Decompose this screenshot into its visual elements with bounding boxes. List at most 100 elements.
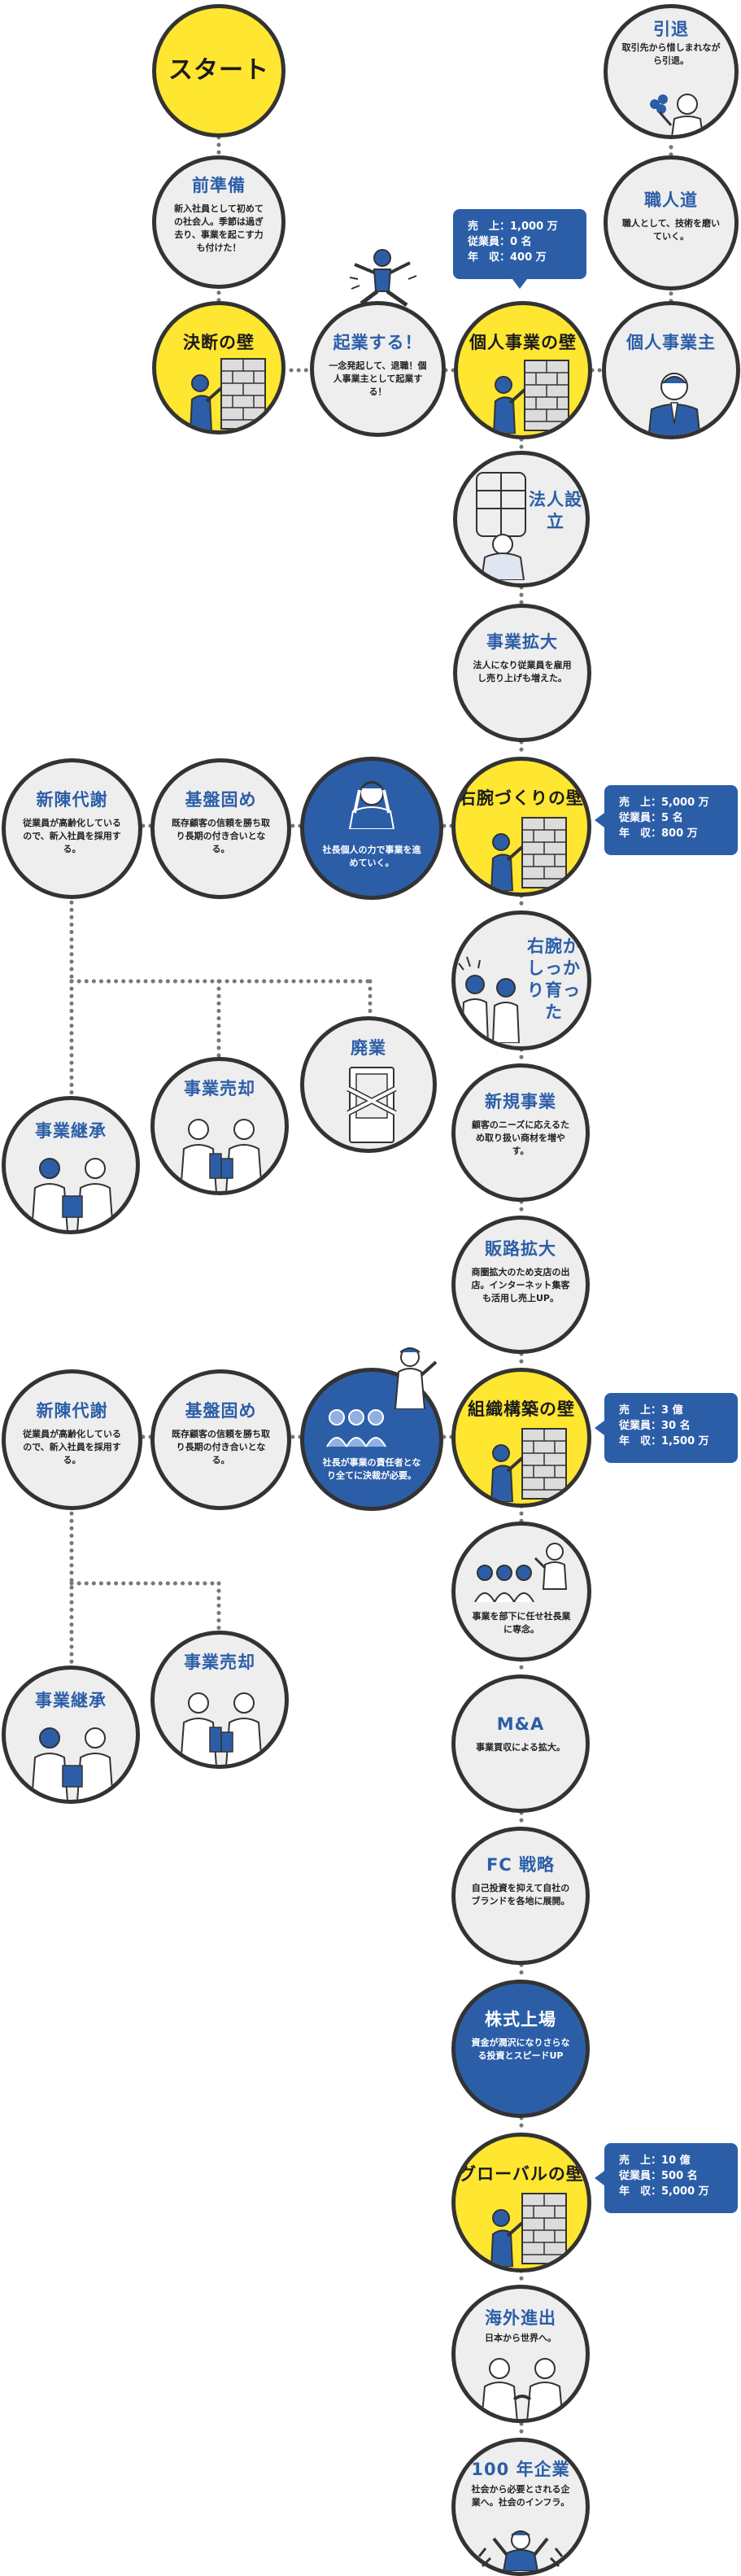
craftsman-node: 職人道 職人として、技術を磨いていく。 — [604, 155, 739, 290]
incorporate-title: 法人設立 — [529, 490, 582, 531]
presenting-owner-icon — [394, 1347, 438, 1409]
organization-wall-title: 組織構築の壁 — [468, 1399, 575, 1419]
ma-desc: 事業買収による拡大。 — [476, 1742, 565, 1753]
sole-wall-title: 個人事業の壁 — [469, 333, 577, 352]
brick-wall-push-icon — [490, 1428, 567, 1502]
right-hand-wall-title: 右腕づくりの壁 — [459, 788, 584, 808]
decision-wall-title: 決断の壁 — [183, 333, 255, 352]
stat-row: 従業員：30 名 — [619, 1420, 691, 1432]
stats-box-organization: 売 上：3 億 従業員：30 名 年 収：1,500 万 — [595, 1393, 738, 1463]
owner-approval-node: 社長が事業の責任者となり全てに決裁が必要。 — [300, 1368, 443, 1511]
century-company-title: 100 年企業 — [471, 2460, 570, 2479]
handshake-icon — [180, 1119, 263, 1191]
sole-owner-node: 個人事業主 — [602, 301, 740, 439]
team-icon — [326, 1409, 386, 1447]
sales-expansion-title: 販路拡大 — [485, 1239, 556, 1259]
foundation-node-2: 基盤固め 既存顧客の信頼を勝ち取り長期の付き合いとなる。 — [150, 1369, 291, 1510]
handshake-icon — [180, 1692, 263, 1765]
ipo-node: 株式上場 資金が潤沢になりさらなる投資とスピードUP — [451, 1980, 590, 2118]
startup-node: 起業する！ 一念発起して、退職！個人事業主として起業する！ — [310, 301, 446, 437]
overseas-desc: 日本から世界へ。 — [484, 2333, 556, 2343]
fc-strategy-desc: 自己投資を抑えて自社のブランドを各地に展開。 — [471, 1883, 570, 1906]
stats-box-sole: 売 上：1,000 万 従業員：0 名 年 収：400 万 — [453, 209, 586, 289]
renewal-desc: 従業員が高齢化しているので、新入社員を採用する。 — [23, 818, 121, 854]
ipo-desc: 資金が潤沢になりさらなる投資とスピードUP — [471, 2037, 570, 2061]
team-icon — [474, 1543, 568, 1602]
business-succession-title: 事業継承 — [35, 1691, 107, 1710]
right-hand-grown-node: 右腕がしっかり育った — [451, 910, 591, 1050]
decision-wall-node: 決断の壁 — [152, 301, 286, 434]
stressed-person-icon — [348, 781, 395, 829]
stat-row: 売 上：3 億 — [619, 1404, 683, 1417]
stats-box-global: 売 上：10 億 従業員：500 名 年 収：5,000 万 — [595, 2143, 738, 2213]
close-title: 廃業 — [351, 1038, 386, 1058]
stats-box-right-hand: 売 上：5,000 万 従業員：5 名 年 収：800 万 — [595, 785, 738, 855]
new-business-title: 新規事業 — [485, 1092, 556, 1111]
craftsman-title: 職人道 — [644, 190, 698, 210]
delegate-node: 事業を部下に任せ社長業に専念。 — [451, 1522, 591, 1661]
closed-door-icon — [347, 1067, 397, 1143]
brick-wall-push-icon — [490, 817, 567, 891]
incorporate-node: 法人設立 — [453, 451, 590, 587]
startup-desc: 一念発起して、退職！個人事業主として起業する！ — [329, 360, 427, 397]
brick-wall-push-icon — [190, 358, 266, 430]
renewal-title: 新陳代謝 — [36, 1401, 108, 1421]
sales-expansion-desc: 商圏拡大のため支店の出店。インターネット集客も活用し売上UP。 — [471, 1267, 570, 1303]
preparation-desc: 新入社員として初めての社会人。季節は過ぎ去り、事業を起こす力も付けた！ — [173, 203, 264, 253]
jumping-person-icon — [349, 249, 417, 308]
global-wall-node: グローバルの壁 — [451, 2133, 591, 2273]
stat-row: 年 収：5,000 万 — [619, 2185, 709, 2198]
fc-strategy-node: FC 戦略 自己投資を抑えて自社のブランドを各地に展開。 — [451, 1827, 590, 1965]
stat-row: 年 収：800 万 — [619, 827, 698, 840]
business-sale-node-1: 事業売却 — [150, 1057, 289, 1195]
stat-row: 年 収：400 万 — [468, 251, 547, 264]
right-hand-grown-title: 右腕がしっかり育った — [527, 937, 581, 1022]
foundation-title: 基盤固め — [185, 790, 257, 810]
handshake-icon — [31, 1727, 114, 1800]
sole-owner-title: 個人事業主 — [626, 333, 716, 352]
stat-row: 従業員：0 名 — [468, 236, 532, 248]
start-title: スタート — [168, 56, 269, 85]
flower-bouquet-icon — [650, 94, 704, 135]
handshake-icon — [31, 1158, 114, 1230]
overseas-node: 海外進出 日本から世界へ。 — [451, 2285, 590, 2423]
renewal-node-2: 新陳代謝 従業員が高齢化しているので、新入社員を採用する。 — [2, 1369, 142, 1510]
renewal-title: 新陳代謝 — [36, 790, 108, 810]
owner-approval-desc: 社長が事業の責任者となり全てに決裁が必要。 — [322, 1457, 421, 1481]
businessperson-icon — [647, 373, 701, 435]
expand-title: 事業拡大 — [486, 632, 558, 652]
business-succession-title: 事業継承 — [35, 1121, 107, 1141]
sales-expansion-node: 販路拡大 商圏拡大のため支店の出店。インターネット集客も活用し売上UP。 — [451, 1216, 590, 1354]
retire-title: 引退 — [653, 20, 689, 39]
new-business-node: 新規事業 顧客のニーズに応えるため取り扱い商材を増やす。 — [451, 1063, 590, 1202]
owner-alone-desc: 社長個人の力で事業を進めていく。 — [322, 845, 421, 868]
right-hand-wall-node: 右腕づくりの壁 — [451, 757, 591, 897]
renewal-desc: 従業員が高齢化しているので、新入社員を採用する。 — [23, 1429, 121, 1465]
brick-wall-push-icon — [492, 360, 569, 434]
retire-desc: 取引先から惜しまれながら引退。 — [621, 42, 721, 66]
stat-row: 従業員：5 名 — [619, 812, 683, 824]
startup-title: 起業する！ — [333, 333, 423, 352]
renewal-node-1: 新陳代謝 従業員が高齢化しているので、新入社員を採用する。 — [2, 758, 142, 899]
fc-strategy-title: FC 戦略 — [486, 1855, 556, 1875]
owner-alone-node: 社長個人の力で事業を進めていく。 — [300, 757, 443, 900]
stat-row: 年 収：1,500 万 — [619, 1435, 709, 1447]
expand-desc: 法人になり従業員を雇用し売り上げも増えた。 — [473, 660, 572, 683]
two-people-icon — [458, 956, 521, 1043]
foundation-desc: 既存顧客の信頼を勝ち取り長期の付き合いとなる。 — [172, 818, 270, 854]
brick-wall-push-icon — [490, 2193, 567, 2267]
expand-node: 事業拡大 法人になり従業員を雇用し売り上げも増えた。 — [453, 604, 591, 742]
preparation-title: 前準備 — [192, 176, 246, 195]
foundation-title: 基盤固め — [185, 1401, 257, 1421]
start-node: スタート — [152, 4, 286, 138]
business-sale-title: 事業売却 — [184, 1079, 255, 1098]
retire-node: 引退 取引先から惜しまれながら引退。 — [604, 4, 739, 139]
delegate-desc: 事業を部下に任せ社長業に専念。 — [472, 1611, 571, 1635]
overseas-title: 海外進出 — [485, 2308, 556, 2328]
celebrating-person-icon — [477, 2530, 564, 2571]
business-sale-node-2: 事業売却 — [150, 1631, 289, 1769]
stat-row: 従業員：500 名 — [619, 2170, 698, 2182]
ipo-title: 株式上場 — [485, 2010, 556, 2029]
global-wall-title: グローバルの壁 — [459, 2164, 584, 2184]
